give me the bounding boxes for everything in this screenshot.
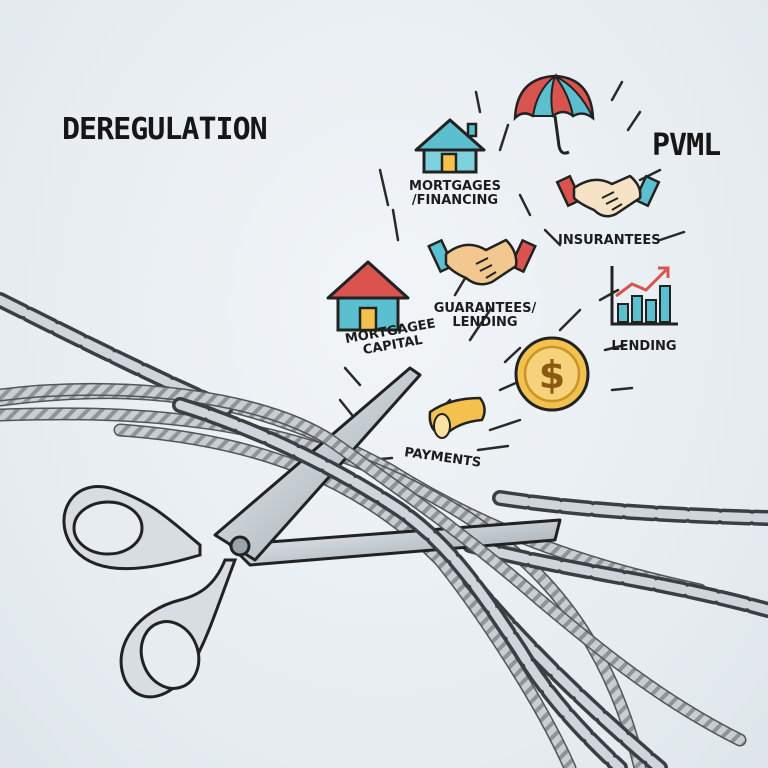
- house-icon: [414, 118, 486, 174]
- handshake-icon: [427, 238, 537, 286]
- house-icon: [326, 260, 410, 332]
- label-line: LENDING: [452, 314, 518, 330]
- rope-icon: [0, 382, 747, 747]
- horn-icon: [428, 396, 486, 439]
- brand-label: PVML: [652, 128, 721, 163]
- label-line: GUARANTEES/: [433, 301, 537, 316]
- label-mortgages-financing: MORTGAGES /FINANCING: [400, 180, 510, 207]
- label-line: LENDING: [611, 339, 677, 354]
- label-line: INSURANTEES: [558, 233, 661, 248]
- label-guarantees-lending: GUARANTEES/ LENDING: [430, 302, 540, 329]
- umbrella-icon: [513, 73, 595, 155]
- motion-lines: [338, 80, 686, 480]
- label-line: /FINANCING: [411, 192, 499, 208]
- handshake-icon: [555, 174, 661, 218]
- chain-icon: [172, 397, 628, 768]
- label-line: MORTGAGES: [409, 179, 501, 194]
- svg-text:$: $: [539, 353, 565, 397]
- label-lending: LENDING: [604, 340, 684, 354]
- label-insurantees: INSURANTEES: [558, 233, 661, 248]
- headline-title: DEREGULATION: [62, 112, 268, 147]
- bar-chart-icon: [610, 266, 678, 326]
- dollar-coin-icon: $: [514, 336, 590, 412]
